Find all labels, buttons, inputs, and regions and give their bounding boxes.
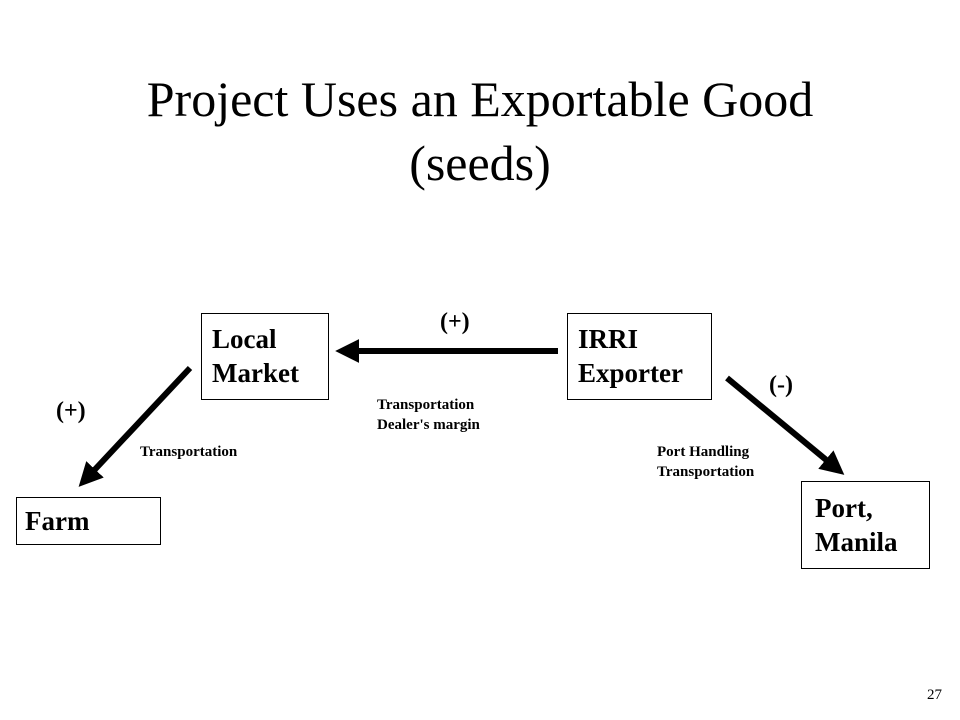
- node-local-market: Local Market: [201, 313, 329, 400]
- note-line: Transportation: [140, 444, 238, 460]
- note-irri-to-port: Port Handling Transportation: [657, 442, 754, 482]
- node-label: Manila: [815, 527, 898, 557]
- sign-irri-to-port: (-): [769, 372, 793, 398]
- node-port-manila: Port, Manila: [801, 481, 930, 569]
- node-label: Port,: [815, 493, 873, 523]
- node-label: IRRI: [578, 324, 639, 354]
- node-irri-exporter: IRRI Exporter: [567, 313, 712, 400]
- slide-subtitle: (seeds): [409, 135, 551, 191]
- node-farm: Farm: [16, 497, 161, 545]
- page-number: 27: [927, 687, 942, 703]
- arrow-irri-to-port: [725, 375, 845, 475]
- note-irri-to-local-market: Transportation Dealer's margin: [377, 395, 480, 435]
- node-label: Exporter: [578, 358, 683, 388]
- sign-local-market-to-farm: (+): [56, 398, 86, 424]
- slide-title: Project Uses an Exportable Good: [146, 71, 814, 127]
- note-line: Dealer's margin: [377, 417, 480, 433]
- note-line: Port Handling: [657, 444, 750, 460]
- sign-irri-to-local-market: (+): [440, 309, 470, 335]
- node-label: Local: [212, 324, 277, 354]
- node-label: Farm: [25, 506, 90, 536]
- node-label: Market: [212, 358, 299, 388]
- note-local-market-to-farm: Transportation: [140, 442, 237, 462]
- note-line: Transportation: [657, 464, 755, 480]
- note-line: Transportation: [377, 397, 475, 413]
- arrow-local-market-to-farm: [78, 365, 193, 487]
